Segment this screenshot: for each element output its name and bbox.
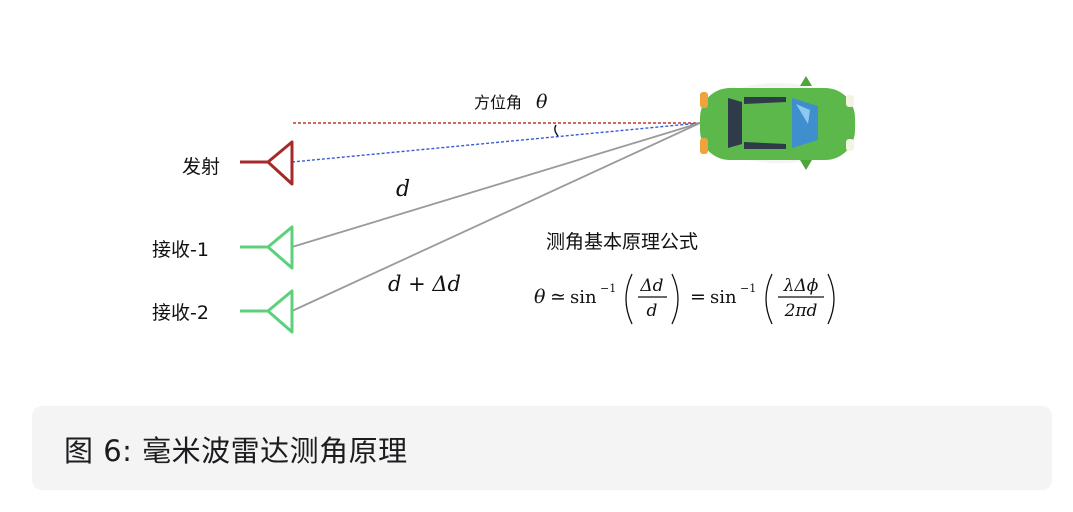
azimuth-label: 方位角 [474, 93, 522, 112]
azimuth-angle-arc [554, 124, 559, 137]
formula-equals: = [690, 286, 706, 308]
formula-numerator-2: λΔϕ [783, 276, 819, 296]
formula-inverse-2: −1 [740, 282, 756, 295]
formula-denominator-2: 2πd [784, 301, 818, 321]
receive2-path-line [291, 122, 701, 312]
transmit-antenna-icon [240, 140, 294, 186]
formula-paren-close-2 [827, 273, 835, 325]
azimuth-symbol: θ [536, 91, 548, 113]
formula-paren-close-1 [671, 273, 679, 325]
transmit-path-line [291, 122, 701, 163]
formula-denominator-1: d [647, 301, 658, 321]
distance-delta-label: d + Δd [388, 272, 461, 296]
caption-box: 图 6: 毫米波雷达测角原理 [32, 406, 1052, 490]
angle-formula: θ ≃ sin −1 Δd d = sin −1 λΔϕ 2πd [534, 273, 835, 325]
formula-title: 测角基本原理公式 [546, 231, 698, 253]
receive2-label: 接收-2 [152, 302, 209, 324]
car-icon [700, 76, 856, 170]
receive1-antenna-icon [240, 225, 294, 270]
formula-sin-1: sin [570, 287, 597, 308]
transmit-label: 发射 [182, 156, 220, 178]
receive2-antenna-icon [240, 289, 294, 334]
distance-label: d [396, 177, 410, 202]
radar-angle-diagram: 方位角 θ 发射 接收-1 接收-2 d d + Δd 测角基本原理公式 θ ≃… [152, 76, 856, 334]
formula-sin-2: sin [710, 287, 737, 308]
receive1-path-line [291, 122, 701, 248]
formula-paren-open-1 [625, 273, 633, 325]
formula-inverse-1: −1 [600, 282, 616, 295]
formula-paren-open-2 [765, 273, 773, 325]
formula-approx: ≃ [550, 286, 566, 308]
receive1-label: 接收-1 [152, 239, 209, 261]
formula-numerator-1: Δd [639, 276, 663, 296]
figure-caption: 图 6: 毫米波雷达测角原理 [64, 434, 408, 468]
formula-theta: θ [534, 286, 546, 308]
